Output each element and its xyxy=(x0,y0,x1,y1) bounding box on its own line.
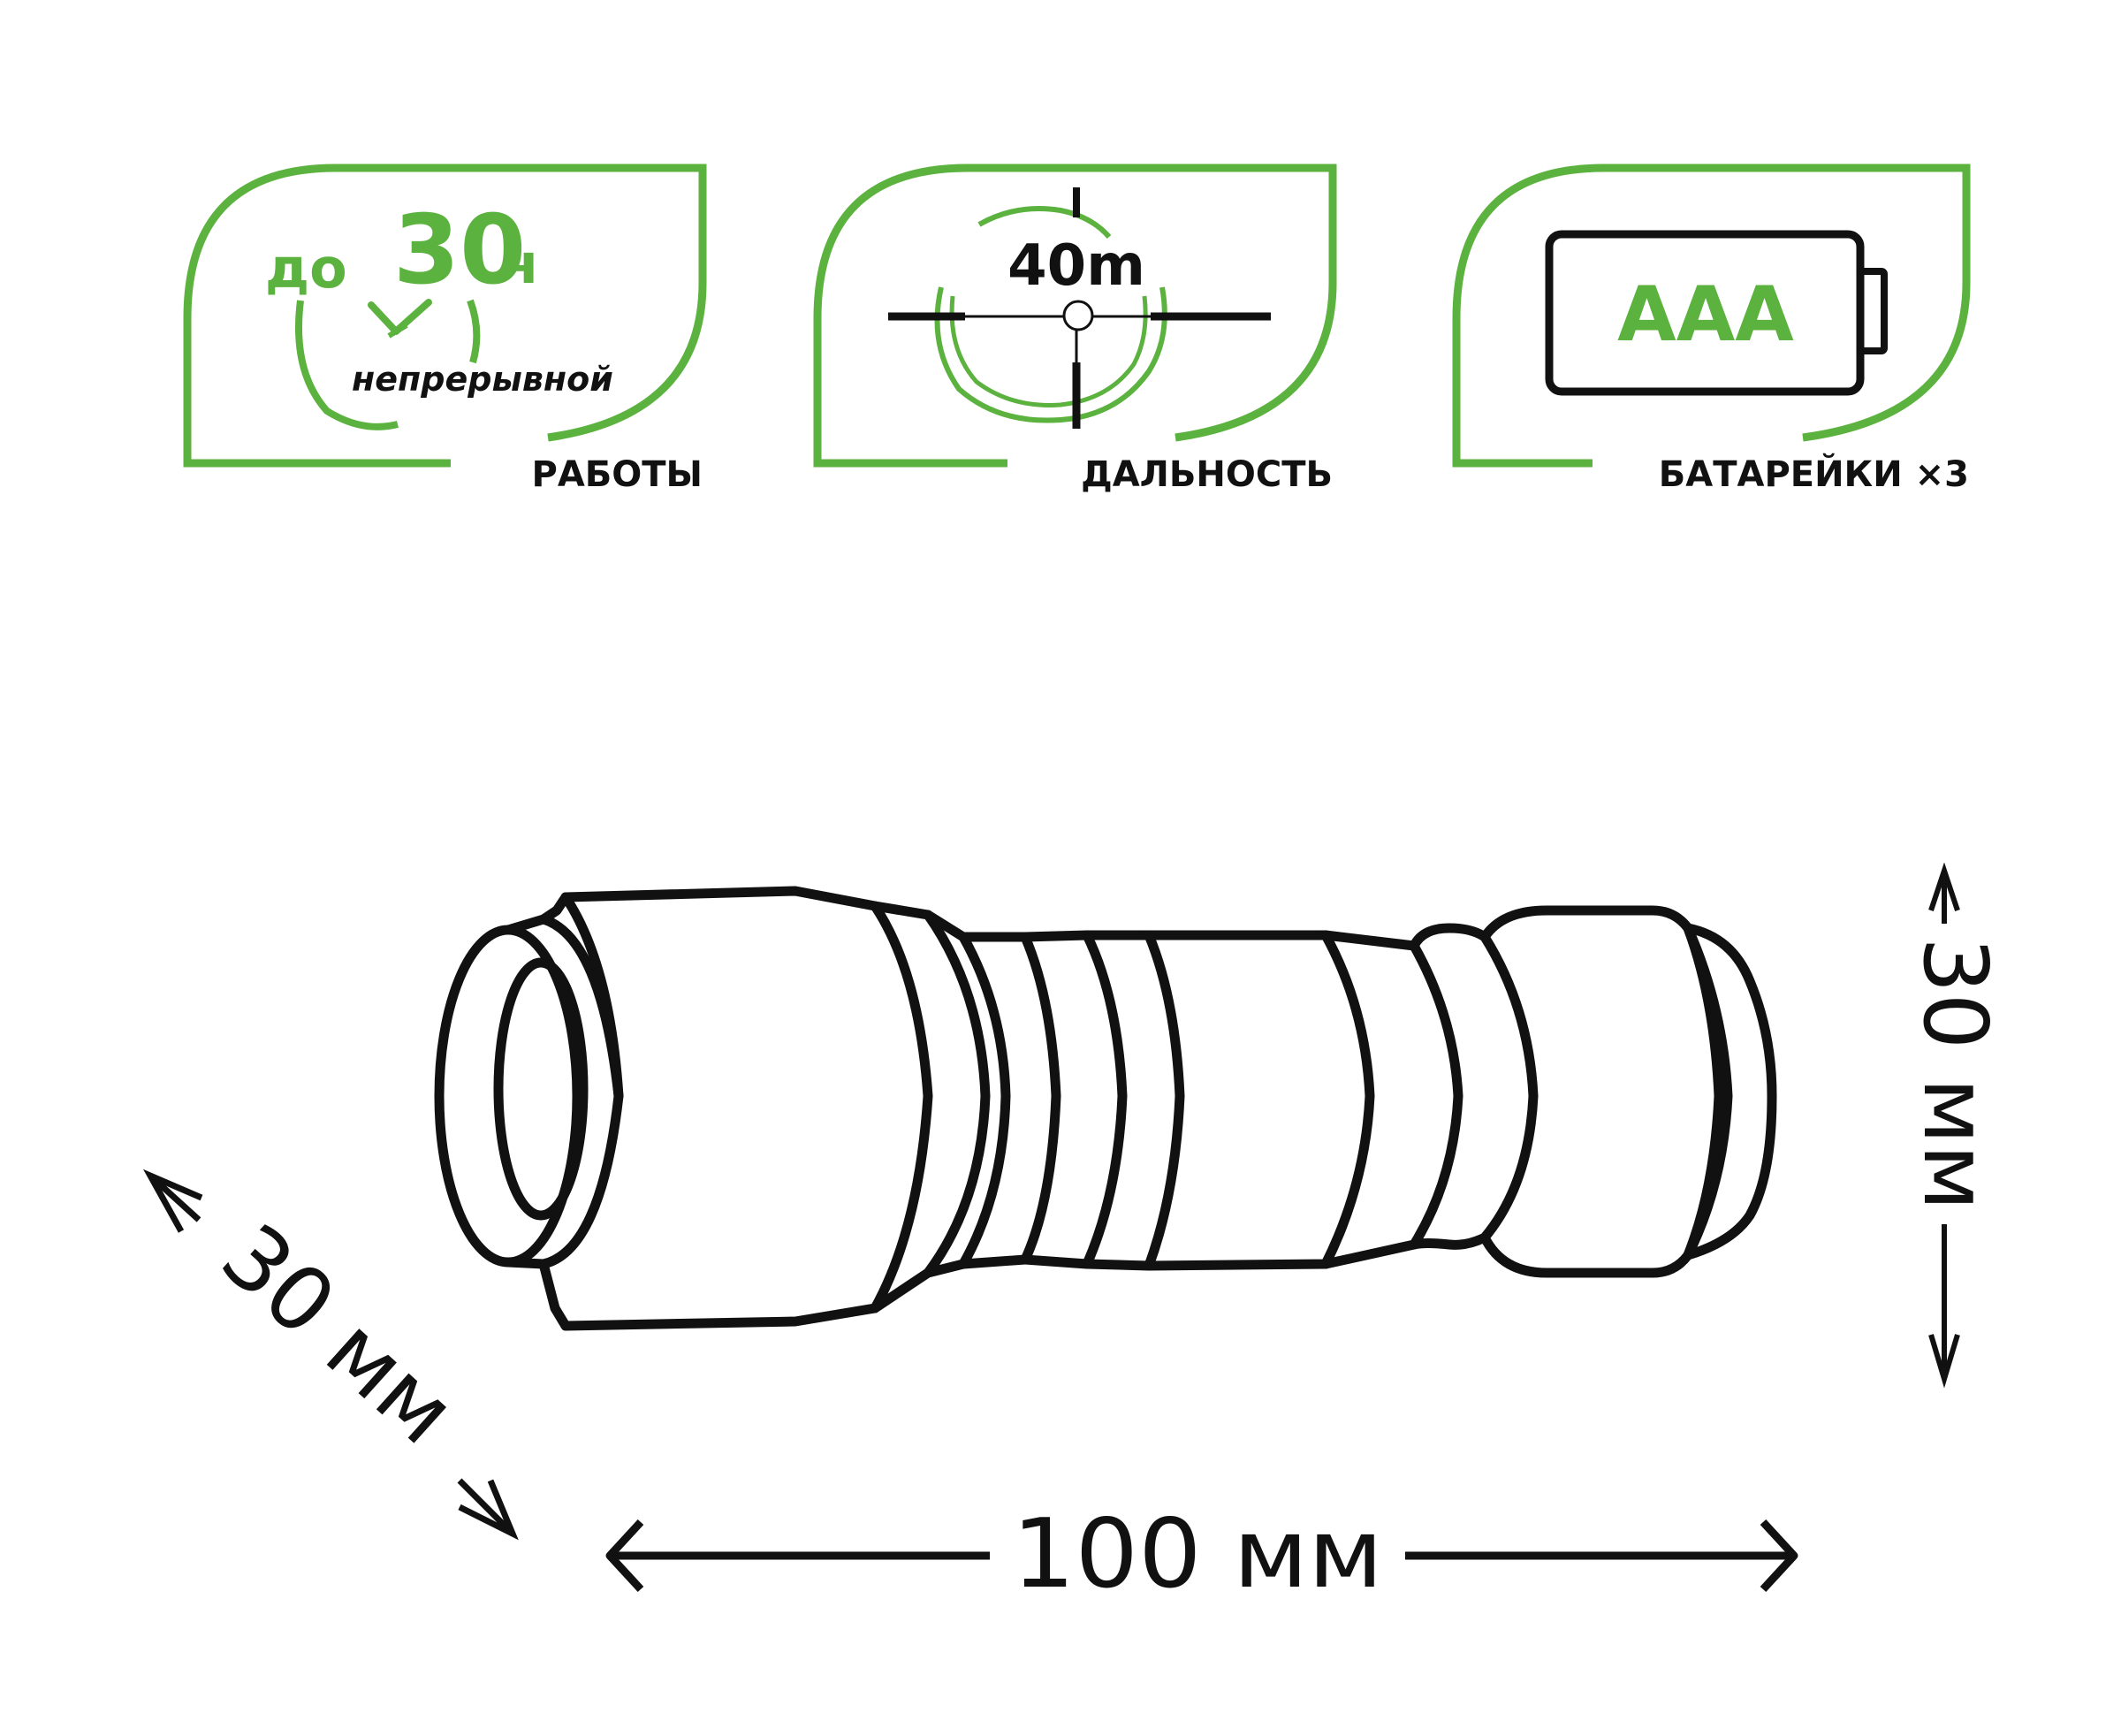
runtime-subtitle: непрерывной xyxy=(352,360,613,399)
runtime-unit: ч xyxy=(502,232,540,296)
runtime-value: 30 xyxy=(393,195,526,306)
arrow-left-icon xyxy=(605,1519,644,1593)
length-label: 100 мм xyxy=(1012,1499,1383,1610)
depth-label: 30 мм xyxy=(202,1204,475,1464)
arrow-right-icon xyxy=(1760,1519,1798,1593)
arrow-up-left-icon xyxy=(142,1169,203,1233)
dimension-depth: 30 мм xyxy=(142,1169,519,1541)
arrow-up-icon xyxy=(1928,862,1960,911)
flashlight-icon xyxy=(434,886,1777,1331)
height-label: 30 мм xyxy=(1904,937,2007,1211)
battery-value: AAA xyxy=(1617,270,1794,359)
dimension-height: 30 мм xyxy=(1904,862,2007,1389)
runtime-prefix: до xyxy=(265,236,347,301)
battery-caption: БАТАРЕЙКИ ×3 xyxy=(1659,453,1969,495)
dimension-length: 100 мм xyxy=(605,1499,1798,1610)
range-value: 40m xyxy=(1007,233,1145,299)
feature-range: 40m ДАЛЬНОСТЬ xyxy=(813,164,1337,495)
range-frame xyxy=(813,164,1337,468)
arrow-down-right-icon xyxy=(458,1479,519,1541)
battery-frame xyxy=(1452,164,1971,468)
flashlight-lens xyxy=(493,957,589,1221)
battery-icon xyxy=(1545,230,1888,396)
crosshair-icon xyxy=(888,187,1271,429)
feature-runtime: до 30 ч непрерывной РАБОТЫ xyxy=(183,164,707,495)
clock-icon xyxy=(295,299,481,430)
feature-battery: AAA БАТАРЕЙКИ ×3 xyxy=(1452,164,1971,495)
arrow-down-icon xyxy=(1928,1334,1960,1389)
runtime-caption: РАБОТЫ xyxy=(532,454,703,495)
runtime-frame xyxy=(183,164,707,468)
range-caption: ДАЛЬНОСТЬ xyxy=(1081,454,1333,495)
